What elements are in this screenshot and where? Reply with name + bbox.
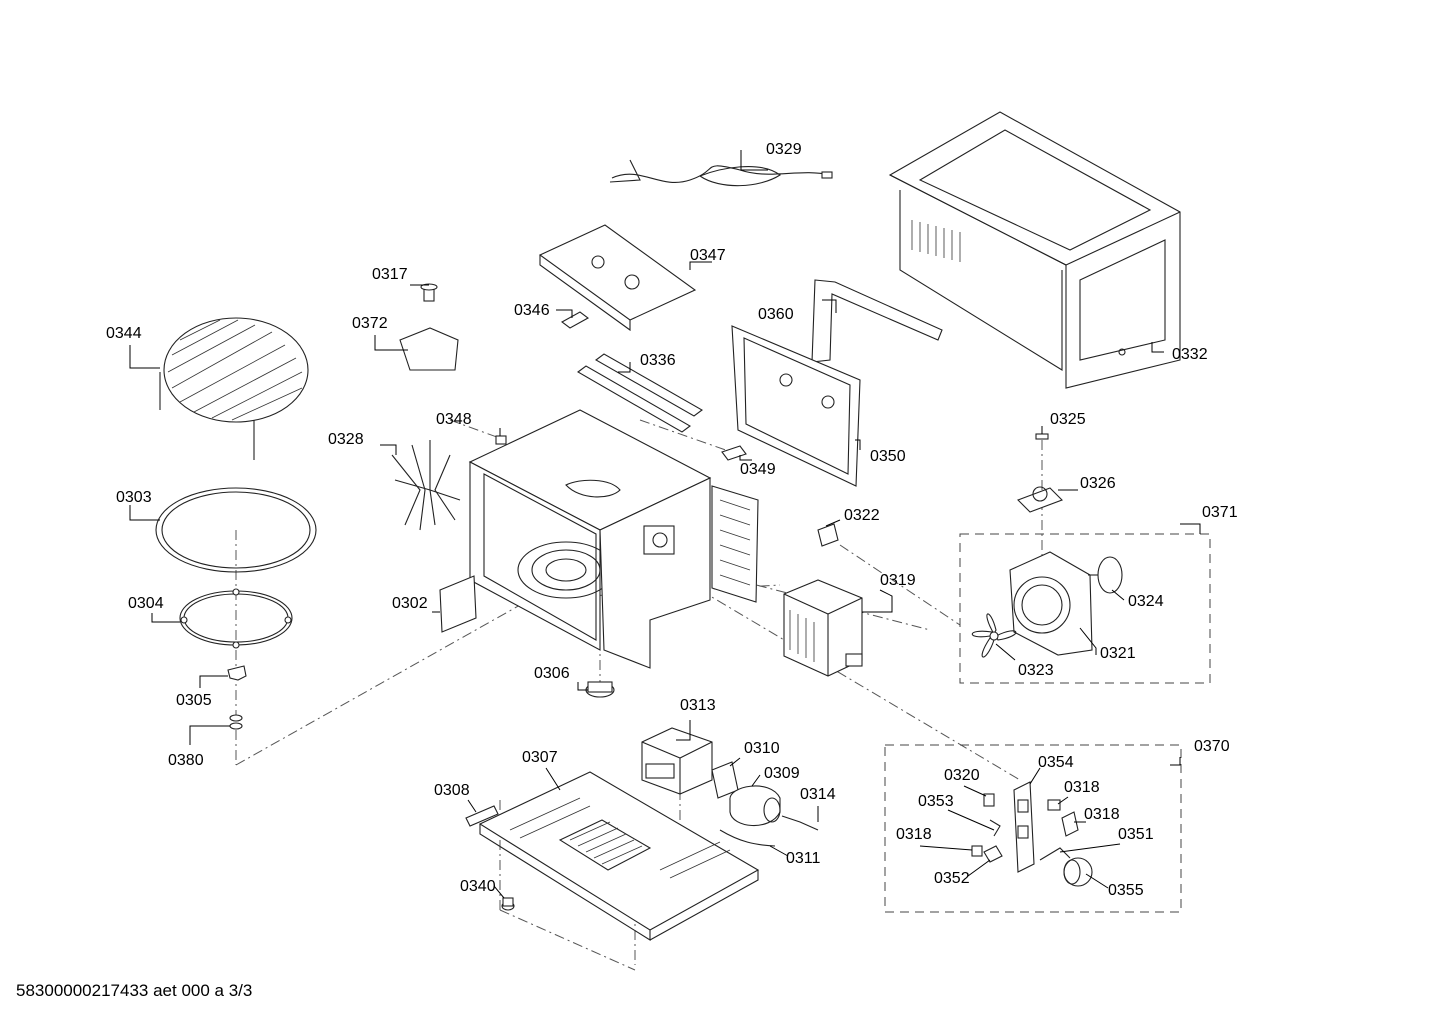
label-0313: 0313: [680, 697, 716, 714]
label-0349: 0349: [740, 461, 776, 478]
wire-0314: [781, 815, 819, 831]
fan-housing-0321: [1009, 551, 1093, 656]
fan-bracket-0326: [1017, 486, 1063, 513]
washers-0380: [229, 714, 243, 730]
label-0352: 0352: [934, 870, 970, 887]
label-0351: 0351: [1118, 826, 1154, 843]
pin-0325: [1035, 433, 1049, 440]
clip-0348: [495, 435, 507, 445]
label-0308: 0308: [434, 782, 470, 799]
label-0380: 0380: [168, 752, 204, 769]
label-0321: 0321: [1100, 645, 1136, 662]
label-0323: 0323: [1018, 662, 1054, 679]
top-plate-0347: [538, 224, 697, 332]
label-0306: 0306: [534, 665, 570, 682]
label-0318-top: 0318: [1064, 779, 1100, 796]
switch-0318-top: [1047, 799, 1061, 811]
label-0355: 0355: [1108, 882, 1144, 899]
diode-0311: [719, 829, 776, 847]
label-0360: 0360: [758, 306, 794, 323]
document-id: 58300000217433 aet 000 a 3/3: [16, 981, 253, 1000]
outer-casing-0332: [888, 111, 1181, 389]
label-0371: 0371: [1202, 504, 1238, 521]
base-plate-0307: [478, 771, 760, 941]
label-0318-left: 0318: [896, 826, 932, 843]
bracket-0372: [399, 327, 459, 371]
group-box-0371: [959, 533, 1211, 684]
switch-0320: [983, 793, 995, 807]
fan-motor-0324: [1088, 556, 1123, 594]
main-cavity: [468, 409, 759, 669]
clip-0349: [721, 445, 747, 461]
frame-0360: [811, 279, 943, 363]
label-0320: 0320: [944, 767, 980, 784]
label-0322: 0322: [844, 507, 880, 524]
label-0309: 0309: [764, 765, 800, 782]
label-0344: 0344: [106, 325, 142, 342]
label-0302: 0302: [392, 595, 428, 612]
leader-lines: [129, 150, 1201, 899]
label-0353: 0353: [918, 793, 954, 810]
label-0372: 0372: [352, 315, 388, 332]
label-0311: 0311: [786, 850, 821, 867]
coupler-0305: [227, 665, 247, 681]
label-0347: 0347: [690, 247, 726, 264]
bracket-0352: [983, 845, 1003, 863]
sensor-0317: [420, 283, 438, 302]
switch-0318-mid: [1061, 811, 1079, 837]
switch-0318-left: [971, 845, 983, 857]
label-0307: 0307: [522, 749, 558, 766]
lever-0353: [989, 819, 1001, 837]
label-0348: 0348: [436, 411, 472, 428]
label-0325: 0325: [1050, 411, 1086, 428]
label-0332: 0332: [1172, 346, 1208, 363]
wire-bundle-0328: [391, 440, 461, 531]
label-0350: 0350: [870, 448, 906, 465]
knob-0355: [1063, 857, 1093, 887]
label-0340: 0340: [460, 878, 496, 895]
label-0326: 0326: [1080, 475, 1116, 492]
label-0314: 0314: [800, 786, 836, 803]
part-labels: 0329 0347 0346 0317 0372 0344 0360 0332 …: [106, 141, 1238, 899]
label-0318-mid: 0318: [1084, 806, 1120, 823]
cable-harness-0329: [609, 159, 833, 187]
magnetron-0319: [783, 579, 863, 677]
fan-blade-0323: [971, 613, 1017, 658]
grill-rack-0344: [159, 317, 309, 460]
hinge-0308: [465, 805, 499, 827]
label-0310: 0310: [744, 740, 780, 757]
bracket-0346: [560, 311, 590, 329]
cover-plate-0302: [439, 575, 477, 633]
switch-holder-0354: [1013, 781, 1035, 873]
label-0370: 0370: [1194, 738, 1230, 755]
label-0336: 0336: [640, 352, 676, 369]
foot-0340: [501, 897, 515, 911]
label-0317: 0317: [372, 266, 408, 283]
label-0324: 0324: [1128, 593, 1164, 610]
back-panel-0350: [731, 325, 861, 487]
heater-tubes-0336: [577, 353, 703, 433]
roller-ring-0304: [179, 588, 293, 649]
turntable-motor-0306: [585, 681, 615, 698]
thermal-cutout-0322: [817, 523, 839, 547]
transformer-0313: [641, 727, 713, 795]
label-0304: 0304: [128, 595, 164, 612]
group-box-0370: [884, 744, 1182, 913]
label-0329: 0329: [766, 141, 802, 158]
label-0319: 0319: [880, 572, 916, 589]
turntable-glass-0303: [155, 487, 317, 573]
label-0328: 0328: [328, 431, 364, 448]
link-0351: [1039, 847, 1071, 861]
label-0303: 0303: [116, 489, 152, 506]
label-0354: 0354: [1038, 754, 1074, 771]
label-0346: 0346: [514, 302, 550, 319]
capacitor-0309: [729, 785, 781, 827]
label-0305: 0305: [176, 692, 212, 709]
